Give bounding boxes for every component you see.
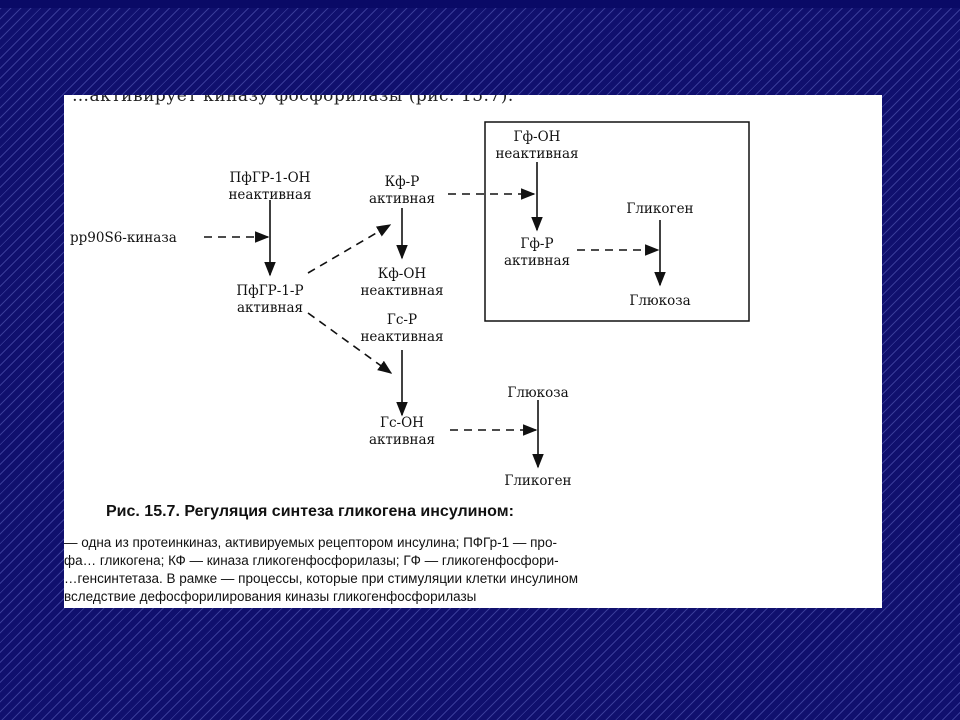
node-pfgr-oh-name: ПфГР-1-ОН (230, 170, 311, 186)
node-glycogen-bottom: Гликоген (504, 473, 571, 489)
cut-off-text: …активирует киназу фосфорилазы (рис. 15.… (72, 95, 514, 106)
node-gs-oh-state: активная (369, 432, 435, 448)
node-glycogen-top: Гликоген (626, 201, 693, 217)
node-kf-p-name: Кф-Р (385, 174, 420, 190)
caption-line-1: — одна из протеинкиназ, активируемых рец… (64, 535, 557, 550)
dashed-pfgr-to-kf (307, 224, 392, 274)
dashed-pfgr-to-gs (307, 312, 393, 374)
caption-line-3: …генсинтетаза. В рамке — процессы, котор… (64, 571, 578, 586)
node-gf-p-name: Гф-Р (520, 236, 553, 252)
caption-line-2: фа… гликогена; КФ — киназа гликогенфосфо… (64, 553, 559, 568)
frame-box (484, 121, 750, 322)
node-kinase: рр90S6-киназа (70, 230, 177, 246)
figure-image: …активирует киназу фосфорилазы (рис. 15.… (64, 95, 882, 608)
node-pfgr-p-name: ПфГР-1-Р (236, 283, 303, 299)
node-gf-oh-state: неактивная (495, 146, 578, 162)
glycogen-regulation-diagram: ПфГР-1-ОН неактивная ПфГР-1-Р активная р… (70, 121, 750, 489)
node-gs-p-state: неактивная (360, 329, 443, 345)
bottom-area (0, 648, 960, 720)
node-gf-oh-name: Гф-ОН (514, 129, 561, 145)
top-band (0, 0, 960, 8)
node-gf-p-state: активная (504, 253, 570, 269)
node-kf-p-state: активная (369, 191, 435, 207)
figure-caption: Рис. 15.7. Регуляция синтеза гликогена и… (106, 503, 514, 520)
caption-line-4: вследствие дефосфорилирования киназы гли… (64, 589, 477, 604)
node-glucose-bottom: Глюкоза (507, 385, 568, 401)
node-kf-oh-state: неактивная (360, 283, 443, 299)
node-glucose-box: Глюкоза (629, 293, 690, 309)
node-gs-oh-name: Гс-ОН (380, 415, 424, 431)
node-gs-p-name: Гс-Р (387, 312, 417, 328)
node-kf-oh-name: Кф-ОН (378, 266, 427, 282)
node-pfgr-p-state: активная (237, 300, 303, 316)
node-pfgr-oh-state: неактивная (228, 187, 311, 203)
